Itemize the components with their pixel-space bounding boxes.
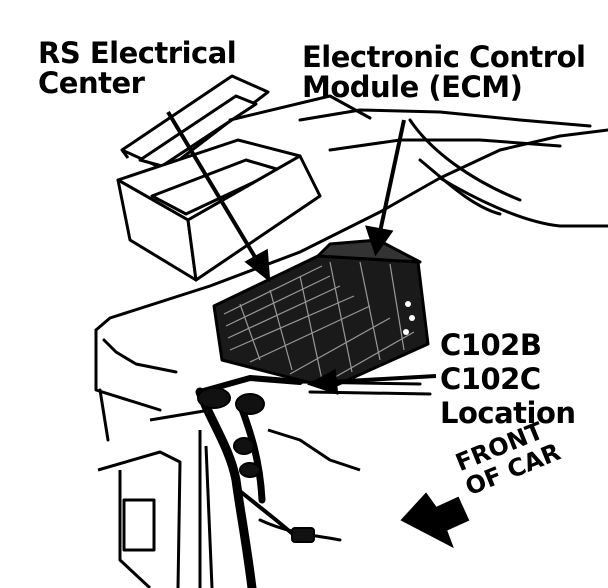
ecm-label-line2: Module (ECM) [302,72,585,102]
ecm-label-line1: Electronic Control [302,42,585,72]
lower-body-structure [98,410,360,588]
connector-label-line1: C102B [440,328,576,362]
connector-location-label: C102B C102C Location [440,328,576,431]
connector-label-line3: Location [440,396,576,430]
connector-label-line2: C102C [440,362,576,396]
rs-electrical-center-label: RS Electrical Center [38,38,236,99]
rs-label-line1: RS Electrical [38,38,236,68]
wiring-harness [200,378,430,588]
ecm-label: Electronic Control Module (ECM) [302,42,585,103]
front-of-car-arrow-icon [402,494,468,546]
connector-c102 [198,388,314,542]
rs-label-line2: Center [38,68,236,98]
